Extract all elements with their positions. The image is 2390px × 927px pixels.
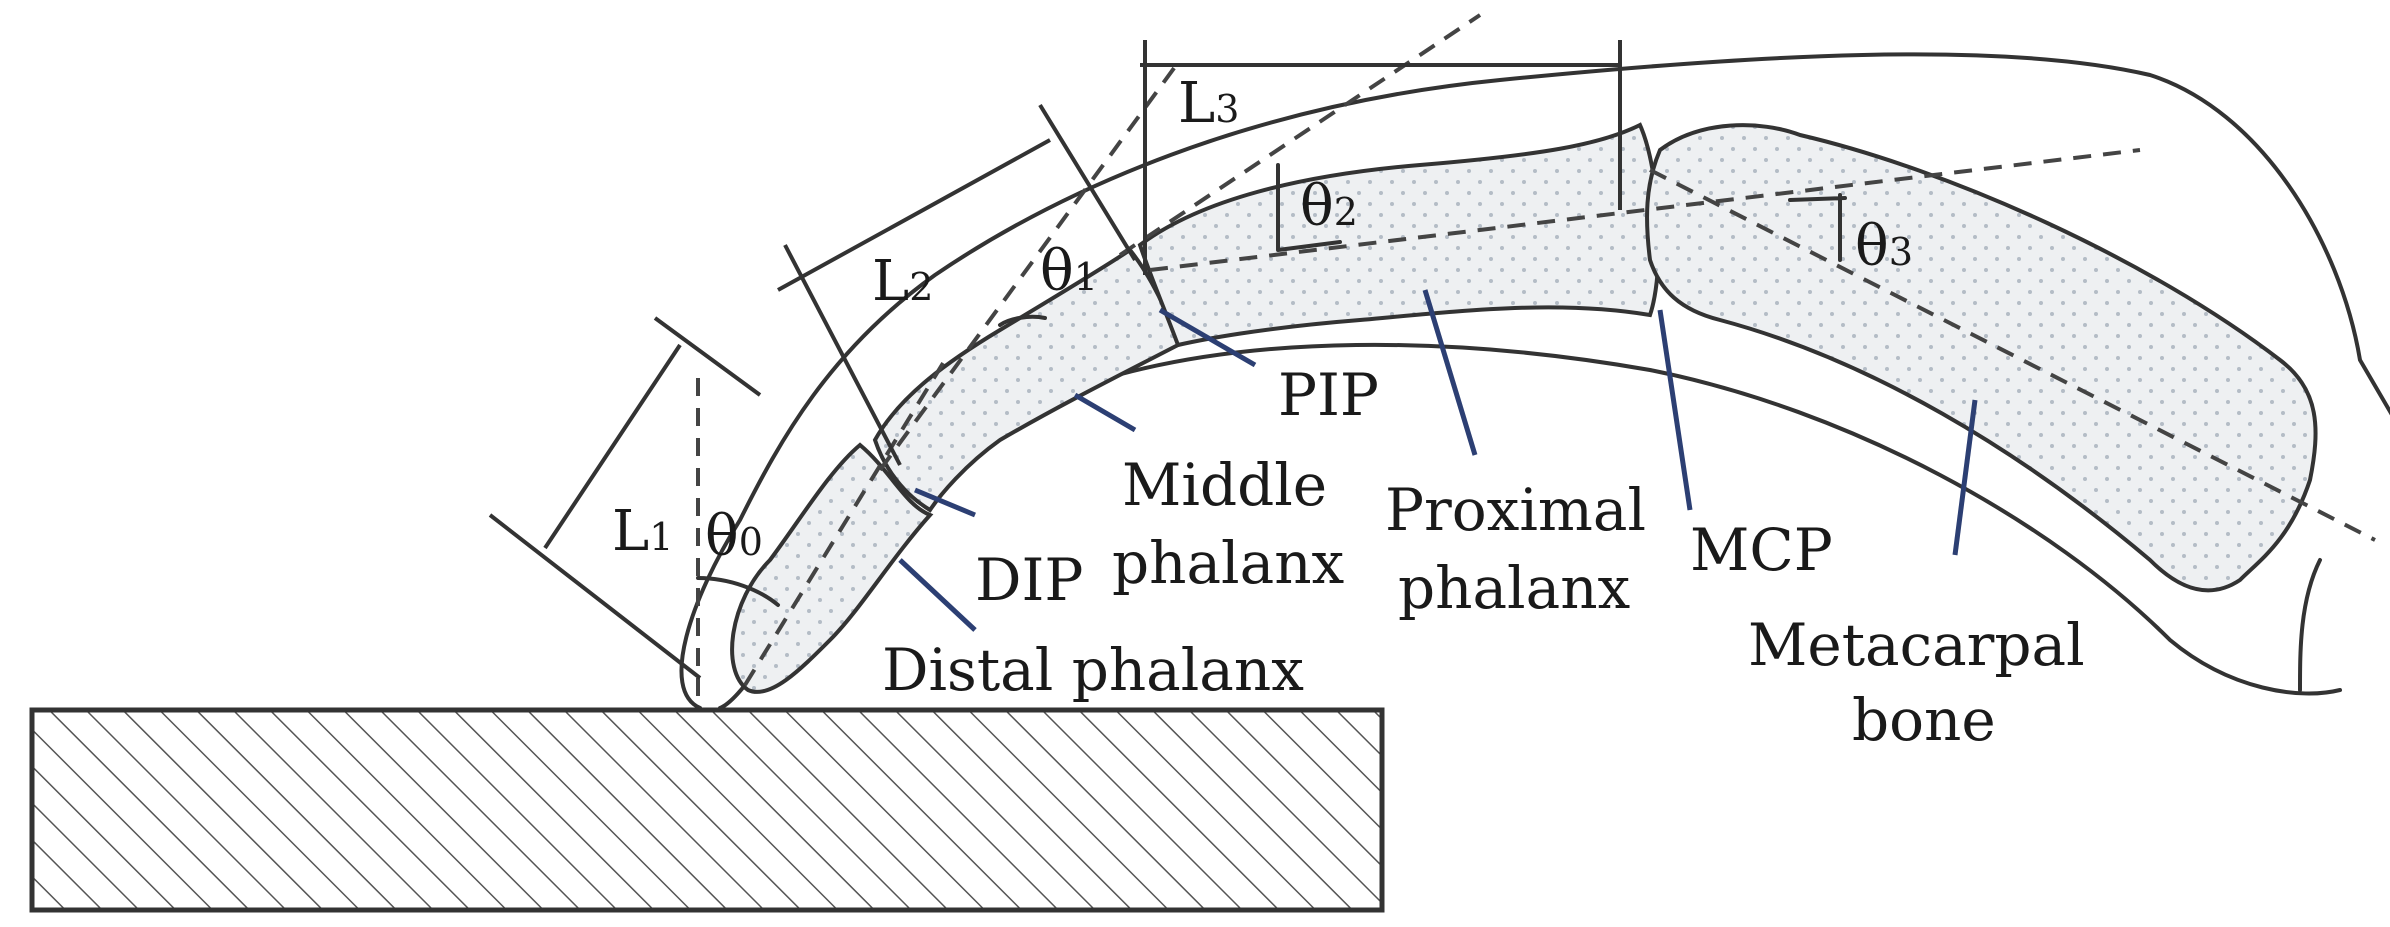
L3-label: L3 <box>1178 71 1239 136</box>
dip-label: DIP <box>975 546 1083 614</box>
distal-axis <box>743 358 947 687</box>
distal-phalanx-label: Distal phalanx <box>882 636 1304 704</box>
distal-pointer <box>898 558 977 632</box>
theta3-arc <box>1788 193 1847 262</box>
metacarpal-label-line1: Metacarpal <box>1748 611 2085 679</box>
mcp-pointer <box>1657 309 1693 511</box>
middle-phalanx-label-line2: phalanx <box>1112 529 1344 597</box>
theta3-label: θ3 <box>1855 214 1913 279</box>
theta2-arc <box>1276 163 1342 252</box>
proximal-axis <box>1118 13 1482 257</box>
proximal-phalanx-bone <box>1137 122 1661 348</box>
proximal-phalanx-label-line2: phalanx <box>1398 554 1630 622</box>
L2-extension-right <box>1038 103 1137 262</box>
L1-label: L1 <box>612 499 673 564</box>
metacarpal-axis <box>1649 168 2376 542</box>
proximal-pointer <box>1422 289 1478 456</box>
mcp-label: MCP <box>1690 516 1833 584</box>
L2-label: L2 <box>872 249 933 314</box>
L1-extension-top <box>653 316 762 397</box>
middle-phalanx-label-line1: Middle <box>1122 451 1327 519</box>
finger-outer-outline <box>679 52 2390 710</box>
mcp-axis <box>1149 148 2141 272</box>
metacarpal-pointer <box>1952 399 1978 556</box>
pip-pointer <box>1158 307 1257 368</box>
support-surface <box>29 707 1385 913</box>
middle-axis <box>878 58 1182 472</box>
proximal-phalanx-label-line1: Proximal <box>1385 476 1646 544</box>
distal-phalanx-bone <box>730 442 934 694</box>
metacarpal-bone <box>1645 123 2318 593</box>
theta1-arc <box>998 314 1047 327</box>
L1-dimension-line <box>543 343 682 550</box>
L1-extension-bottom <box>488 513 702 680</box>
theta2-label: θ2 <box>1300 174 1358 239</box>
metacarpal-label-line2: bone <box>1852 686 1996 754</box>
theta0-arc <box>696 576 780 607</box>
theta0-label: θ0 <box>705 504 763 569</box>
middle-pointer <box>1073 392 1137 433</box>
pip-label: PIP <box>1278 361 1379 429</box>
L2-dimension-line <box>777 138 1051 292</box>
finger-tip-curl <box>2298 558 2322 692</box>
theta1-label: θ1 <box>1040 239 1098 304</box>
dip-pointer <box>914 487 976 518</box>
L2-extension-left <box>783 244 902 466</box>
